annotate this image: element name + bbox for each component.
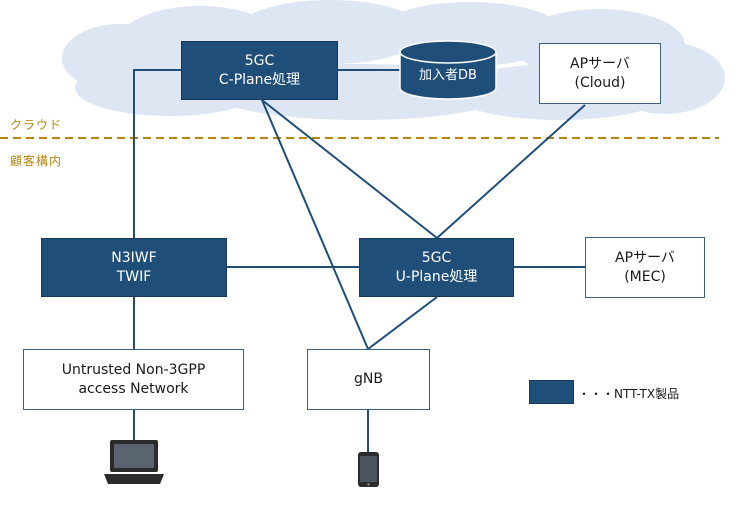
untrusted-line1: Untrusted Non-3GPP	[61, 361, 206, 378]
n3iwf-line1: N3IWF	[111, 249, 157, 266]
n3iwf-node: N3IWF TWIF	[41, 238, 227, 297]
cplane-node: 5GC C-Plane処理	[181, 41, 338, 100]
connections	[133, 69, 586, 452]
cplane-line1: 5GC	[244, 52, 275, 69]
ap-server-cloud-node: APサーバ (Cloud)	[539, 43, 661, 104]
untrusted-line2: access Network	[78, 380, 189, 397]
premises-zone-label: 顧客構内	[10, 154, 63, 168]
ap-mec-line1: APサーバ	[615, 249, 675, 266]
link-uplane-gnb	[367, 296, 438, 350]
gnb-label: gNB	[354, 371, 383, 387]
n3iwf-line2: TWIF	[116, 268, 152, 285]
legend-text: ・・・NTT-TX製品	[578, 387, 680, 401]
uplane-node: 5GC U-Plane処理	[359, 238, 514, 297]
cplane-line2: C-Plane処理	[218, 71, 301, 88]
uplane-line2: U-Plane処理	[395, 268, 478, 285]
link-cplane-gnb	[261, 99, 369, 350]
gnb-node: gNB	[307, 349, 430, 410]
subscriber-db-label: 加入者DB	[419, 67, 477, 83]
subscriber-db-node: 加入者DB	[400, 62, 496, 88]
ap-cloud-line2: (Cloud)	[574, 74, 626, 91]
laptop-icon	[104, 440, 164, 484]
untrusted-network-node: Untrusted Non-3GPP access Network	[23, 349, 244, 410]
ap-server-mec-node: APサーバ (MEC)	[585, 237, 705, 298]
ap-cloud-line1: APサーバ	[570, 55, 630, 72]
link-cplane-n3iwf	[133, 69, 181, 238]
link-cplane-uplane	[261, 99, 438, 239]
uplane-line1: 5GC	[421, 249, 452, 266]
ap-mec-line2: (MEC)	[624, 268, 666, 285]
subscriber-db-cylinder	[399, 40, 497, 100]
legend-swatch	[529, 380, 574, 404]
link-apcloud-uplane	[436, 104, 586, 239]
cloud-zone-label: クラウド	[10, 118, 63, 132]
smartphone-icon	[358, 452, 379, 487]
